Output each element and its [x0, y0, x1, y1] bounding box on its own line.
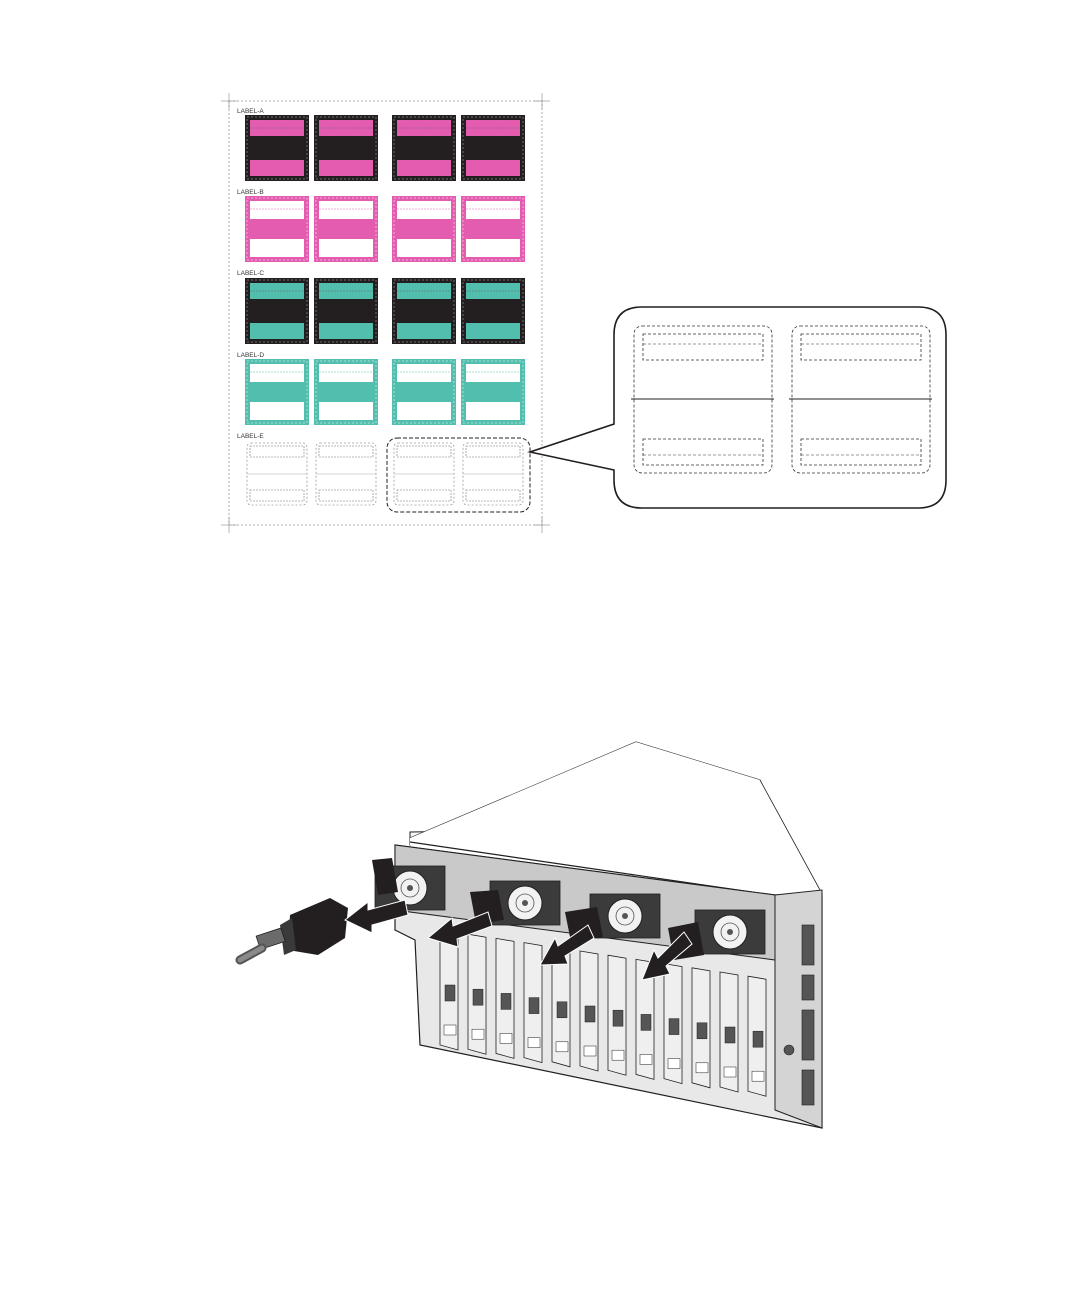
slot-bracket: [524, 943, 542, 1063]
label-tile: [314, 196, 378, 262]
label-tile: [314, 115, 378, 181]
label-tile: [463, 443, 523, 505]
label-tile: [392, 115, 456, 181]
row-label-b: LABEL-B: [237, 189, 264, 196]
slot-bracket: [720, 972, 738, 1092]
row-label-c: LABEL-C: [237, 270, 264, 277]
row-label-e: LABEL-E: [237, 433, 264, 440]
label-tile: [314, 359, 378, 425]
row-label-a: LABEL-A: [237, 108, 264, 115]
slot-bracket: [496, 938, 514, 1058]
slot-bracket: [440, 930, 458, 1050]
label-tile: [245, 359, 309, 425]
slot-bracket: [692, 968, 710, 1088]
slot-bracket: [580, 951, 598, 1071]
label-tile: [461, 359, 525, 425]
label-tile: [392, 278, 456, 344]
fan-icon: [695, 910, 765, 954]
label-tile: [316, 443, 376, 505]
slot-bracket: [664, 964, 682, 1084]
label-tile: [461, 196, 525, 262]
label-tile: [394, 443, 454, 505]
label-tile: [245, 278, 309, 344]
power-cord: [240, 898, 348, 960]
label-tiles: [245, 115, 525, 505]
label-tile: [247, 443, 307, 505]
server-figure: [240, 742, 822, 1128]
slot-bracket: [748, 976, 766, 1096]
slot-bracket: [608, 955, 626, 1075]
slot-bracket: [468, 934, 486, 1054]
label-tile: [392, 359, 456, 425]
label-tile: [245, 196, 309, 262]
label-tile: [314, 278, 378, 344]
label-tile: [392, 196, 456, 262]
label-tile: [245, 115, 309, 181]
row-label-d: LABEL-D: [237, 352, 264, 359]
label-tile: [461, 278, 525, 344]
callout-bubble: [530, 307, 946, 508]
label-tile: [461, 115, 525, 181]
